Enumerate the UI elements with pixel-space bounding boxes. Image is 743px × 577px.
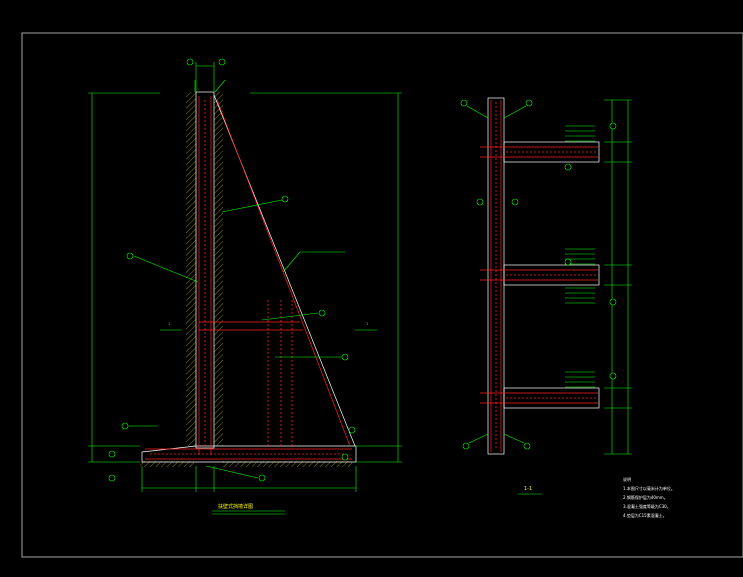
callout-bubble-8 xyxy=(108,450,116,458)
section-bubble-1 xyxy=(460,99,468,107)
callout-bubble-4 xyxy=(341,353,349,361)
callout-bubble-2 xyxy=(126,252,134,260)
soil-hatch-right xyxy=(214,92,223,446)
section-bubble-7 xyxy=(564,258,572,266)
section-counterfort-3 xyxy=(503,387,600,409)
elevation-title: 扶壁式挡墙详图 xyxy=(218,503,253,510)
callout-bubble-7 xyxy=(121,422,129,430)
callout-bubble-3 xyxy=(318,309,326,317)
wall-stem xyxy=(195,91,215,449)
section-bubble-2 xyxy=(525,99,533,107)
notes-line-2: 2.钢筋保护层为40mm。 xyxy=(623,494,668,500)
notes-line-3: 3.混凝土强度等级为C30。 xyxy=(623,503,671,509)
section-title: 1-1 xyxy=(524,486,532,492)
section-marker-right: 1 xyxy=(366,322,368,326)
drawing-frame xyxy=(21,32,743,558)
callout-bubble-6 xyxy=(341,453,349,461)
notes-line-1: 1.本图尺寸以毫米计为单位。 xyxy=(623,485,675,491)
section-bubble-5 xyxy=(476,198,484,206)
section-bubble-8 xyxy=(609,298,617,306)
callout-bubble-1 xyxy=(281,195,289,203)
callout-bubble-5 xyxy=(348,426,356,434)
section-view: 1-1 说明 1.本图尺寸以毫米计为单位。 2.钢筋保护层为40mm。 3.混凝… xyxy=(460,97,675,518)
callout-bubble-top-left xyxy=(186,58,194,66)
section-bubble-3 xyxy=(609,122,617,130)
section-bubble-4 xyxy=(564,163,572,171)
soil-hatch-left xyxy=(186,92,196,446)
elevation-view: 1 1 扶壁式挡墙详图 xyxy=(88,58,402,515)
soil-hatch-base-left xyxy=(140,461,194,467)
soil-hatch-base-right xyxy=(222,461,352,467)
notes-heading: 说明 xyxy=(623,476,631,482)
section-bubble-9 xyxy=(609,372,617,380)
section-counterfort-1 xyxy=(503,141,600,163)
section-bubble-6 xyxy=(511,198,519,206)
section-bubble-10 xyxy=(462,442,470,450)
callout-bubble-top-right xyxy=(218,58,226,66)
section-counterfort-2 xyxy=(503,264,600,286)
callout-bubble-10 xyxy=(258,474,266,482)
section-bubble-11 xyxy=(523,442,531,450)
section-marker-left: 1 xyxy=(168,322,170,326)
counterfort-rebar xyxy=(216,99,351,447)
callout-bubble-9 xyxy=(108,474,116,482)
notes-line-4: 4.垫层为C15素混凝土。 xyxy=(623,512,667,518)
